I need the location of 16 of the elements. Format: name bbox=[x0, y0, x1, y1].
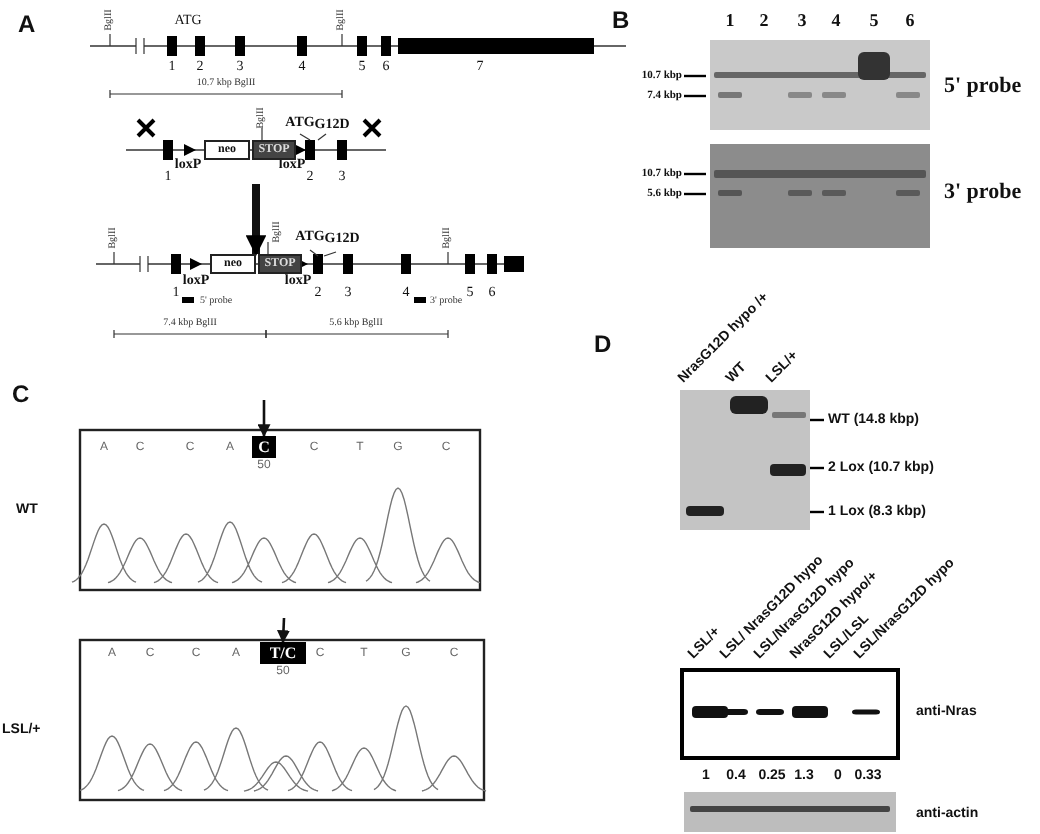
lane-number: 1 bbox=[725, 10, 735, 30]
probe-label: 5' probe bbox=[944, 74, 1022, 98]
panel-letter: A bbox=[18, 10, 36, 38]
probe-label: 3' probe bbox=[944, 180, 1022, 204]
panel-letter: B bbox=[612, 6, 630, 34]
highlighted-base: T/C bbox=[260, 642, 306, 664]
arrow bbox=[277, 617, 290, 644]
arrow bbox=[257, 400, 271, 438]
panel-letter: D bbox=[594, 330, 612, 358]
panel-letter: C bbox=[12, 380, 30, 408]
highlighted-base: C bbox=[252, 436, 276, 458]
lane-number: 3 bbox=[797, 10, 807, 30]
lane-number: 2 bbox=[759, 10, 769, 30]
lane-number: 6 bbox=[905, 10, 915, 30]
lane-number: 5 bbox=[869, 10, 879, 30]
lane-number: 4 bbox=[831, 10, 841, 30]
